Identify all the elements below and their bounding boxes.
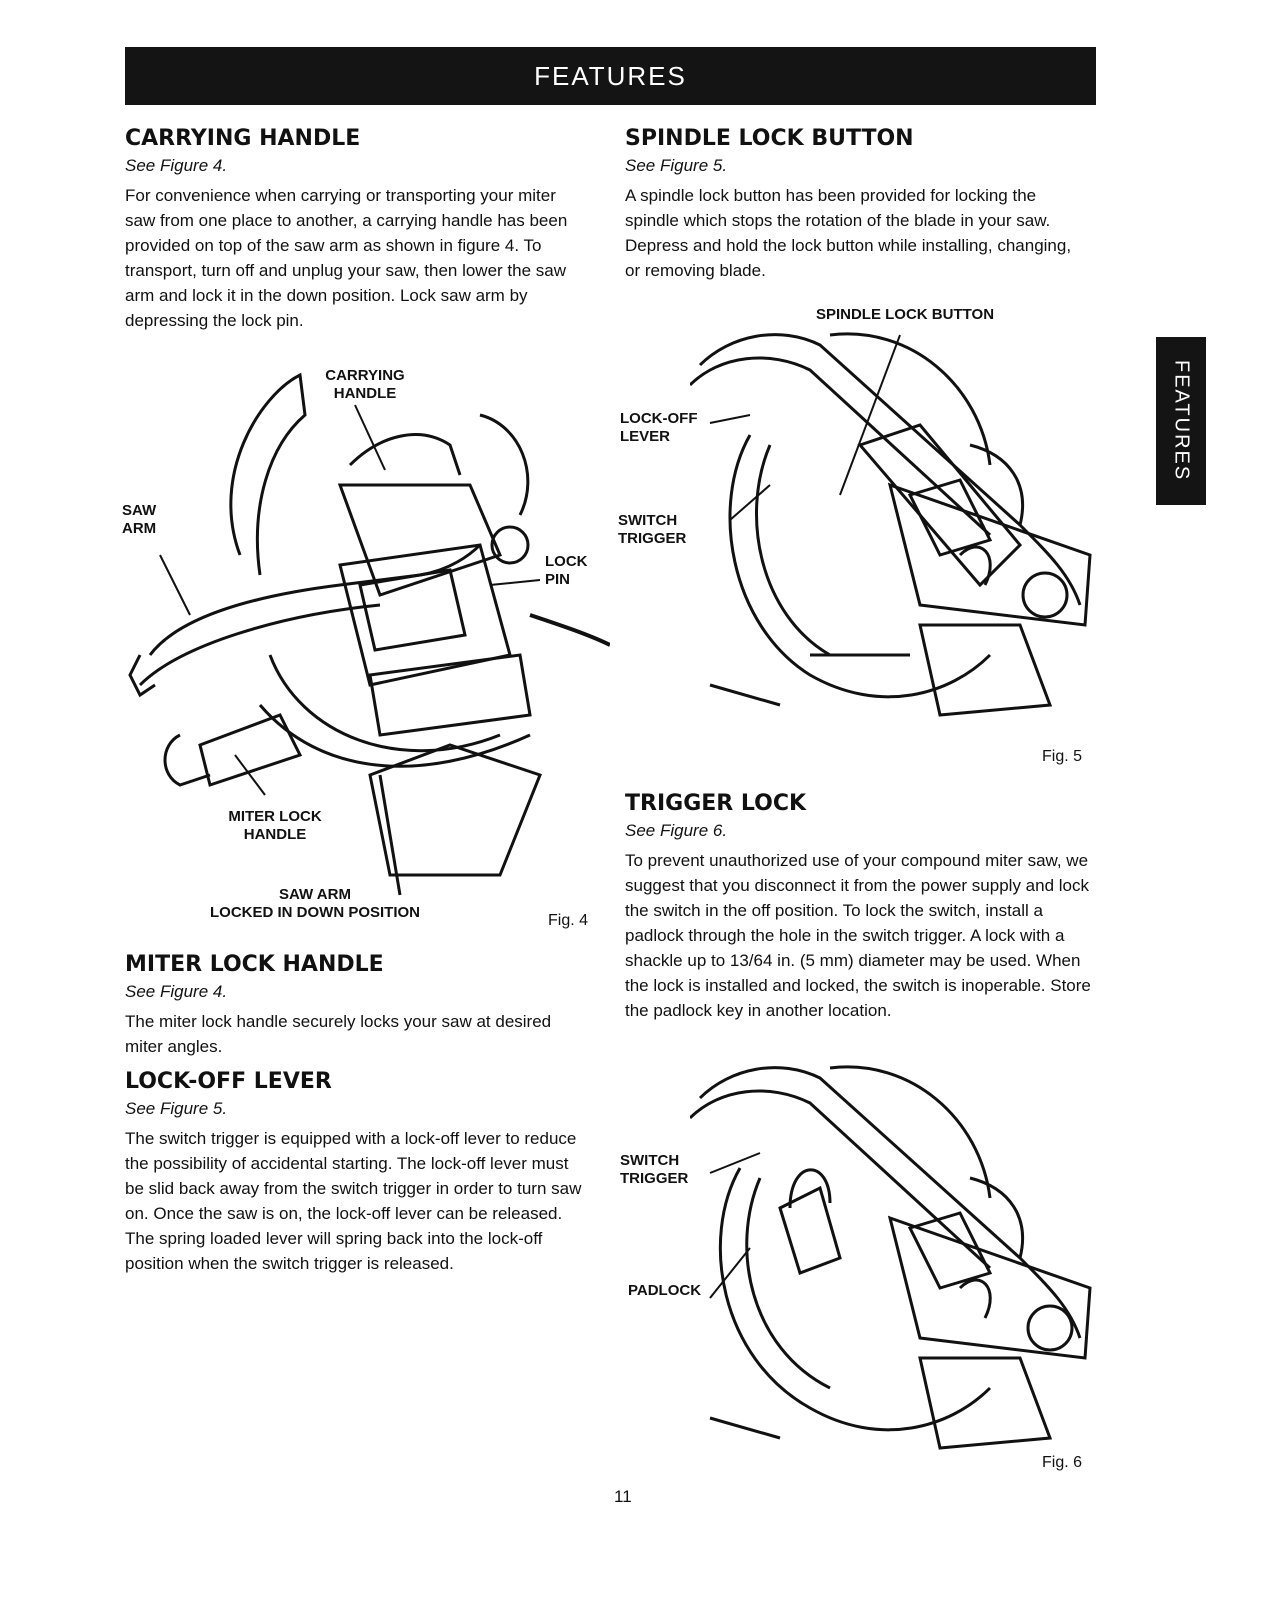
miter-lock-handle-section: MITER LOCK HANDLE See Figure 4. The mite… [125, 951, 585, 1059]
fig4-label-saw-arm: SAW ARM [122, 502, 157, 537]
spindle-lock-button-see: See Figure 5. [625, 156, 728, 175]
lock-off-lever-body: The switch trigger is equipped with a lo… [125, 1129, 582, 1273]
banner-title: FEATURES [534, 60, 687, 91]
trigger-lock-section: TRIGGER LOCK See Figure 6. To prevent un… [625, 790, 1100, 1023]
fig5-caption: Fig. 5 [1042, 748, 1083, 765]
fig4-caption: Fig. 4 [548, 912, 589, 929]
fig6-label-padlock: PADLOCK [628, 1282, 702, 1299]
fig6-illustration [690, 1065, 1092, 1450]
fig6-caption: Fig. 6 [1042, 1454, 1083, 1471]
fig4-label-lock-pin: LOCK PIN [545, 553, 588, 588]
carrying-handle-heading: CARRYING HANDLE [125, 126, 361, 151]
lock-off-lever-heading: LOCK-OFF LEVER [125, 1069, 332, 1094]
features-side-tab: FEATURES [1156, 337, 1206, 505]
lock-off-lever-section: LOCK-OFF LEVER See Figure 5. The switch … [125, 1068, 585, 1276]
fig5-illustration [690, 332, 1092, 717]
miter-lock-handle-see: See Figure 4. [125, 982, 228, 1001]
fig5-label-switch-trigger: SWITCH TRIGGER [618, 512, 687, 547]
carrying-handle-body: For convenience when carrying or transpo… [125, 186, 568, 330]
trigger-lock-body: To prevent unauthorized use of your comp… [625, 851, 1091, 1020]
fig4-label-miter-lock-handle: MITER LOCK HANDLE [228, 808, 322, 843]
fig5-label-lock-off-lever: LOCK-OFF LEVER [620, 410, 698, 445]
fig6-label-switch-trigger: SWITCH TRIGGER [620, 1152, 689, 1187]
carrying-handle-section: CARRYING HANDLE See Figure 4. For conven… [125, 125, 585, 333]
fig4-label-saw-arm-locked: SAW ARM LOCKED IN DOWN POSITION [210, 886, 420, 921]
page-number: 11 [614, 1487, 632, 1506]
trigger-lock-heading: TRIGGER LOCK [625, 791, 807, 816]
features-banner: FEATURES [125, 47, 1096, 105]
carrying-handle-see: See Figure 4. [125, 156, 228, 175]
spindle-lock-button-body: A spindle lock button has been provided … [625, 186, 1072, 280]
spindle-lock-button-heading: SPINDLE LOCK BUTTON [625, 126, 914, 151]
side-tab-label: FEATURES [1170, 360, 1193, 482]
miter-lock-handle-heading: MITER LOCK HANDLE [125, 952, 384, 977]
lock-off-lever-see: See Figure 5. [125, 1099, 228, 1118]
trigger-lock-see: See Figure 6. [625, 821, 728, 840]
fig4-label-carrying-handle: CARRYING HANDLE [325, 367, 405, 402]
miter-lock-handle-body: The miter lock handle securely locks you… [125, 1012, 552, 1056]
fig5-label-spindle-lock-button: SPINDLE LOCK BUTTON [815, 306, 995, 323]
spindle-lock-button-section: SPINDLE LOCK BUTTON See Figure 5. A spin… [625, 125, 1085, 283]
fig4-illustration [128, 372, 610, 896]
